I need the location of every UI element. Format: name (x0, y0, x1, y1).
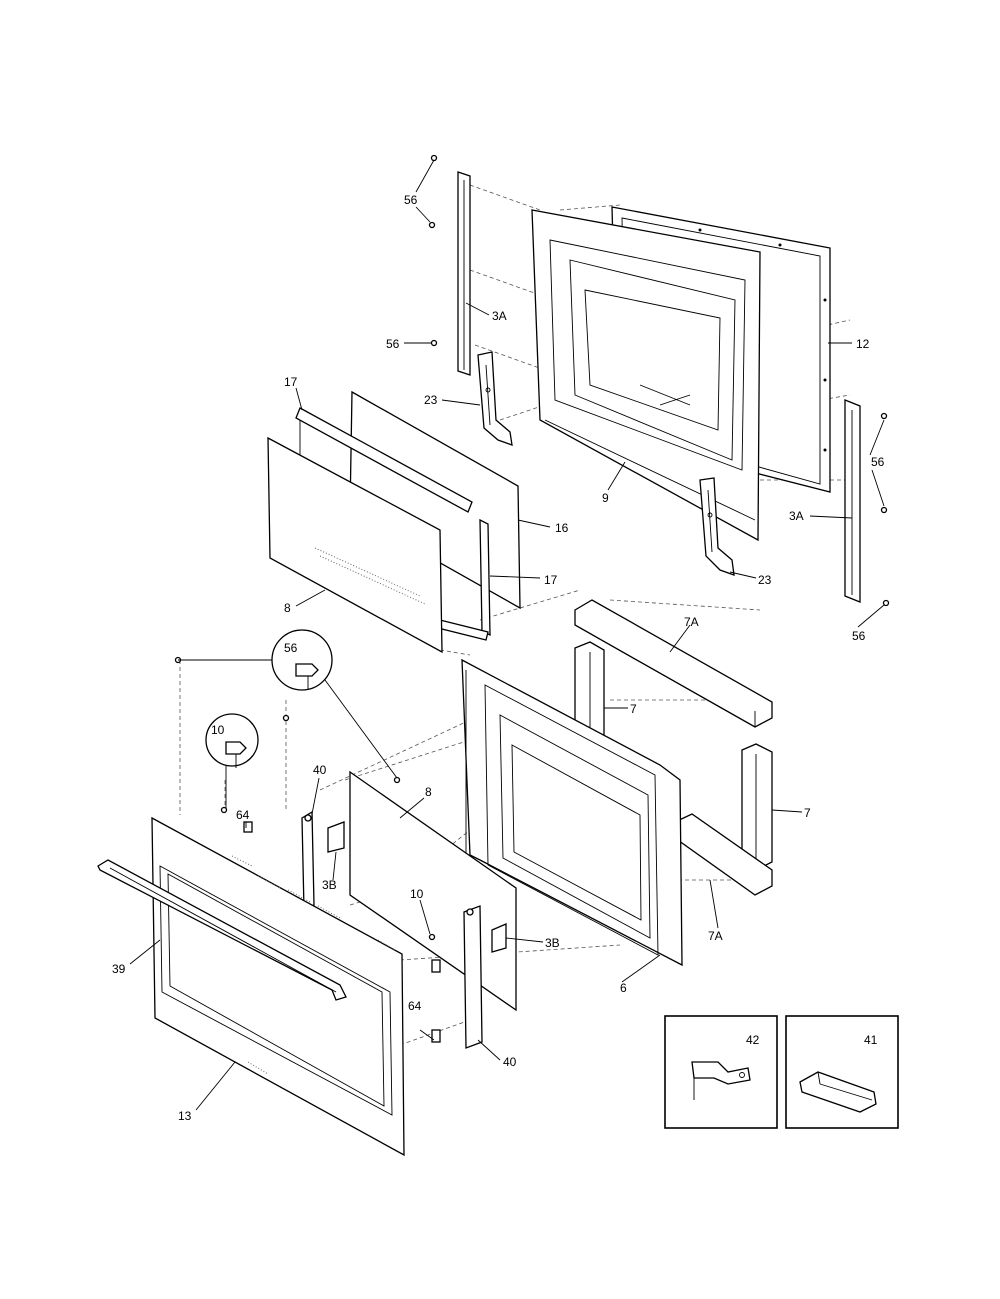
inset-box-41 (785, 1015, 899, 1129)
label-8-mid: 8 (425, 785, 432, 799)
label-13: 13 (178, 1109, 192, 1123)
label-detail-10: 10 (211, 723, 225, 737)
label-16: 16 (555, 521, 569, 535)
label-56-d: 56 (852, 629, 866, 643)
label-3a-right: 3A (789, 509, 804, 523)
detail-callout-56 (178, 629, 398, 779)
glass-spacer-bottom (437, 518, 491, 641)
label-56-b: 56 (386, 337, 400, 351)
label-39: 39 (112, 962, 126, 976)
side-trim-right (844, 399, 861, 603)
door-hinge-bottom (699, 477, 735, 576)
label-7-right: 7 (804, 806, 811, 820)
label-23-bottom: 23 (758, 573, 772, 587)
retainer-clip-left (327, 821, 345, 853)
label-41: 41 (864, 1033, 878, 1047)
insulation-top-strip (574, 599, 773, 728)
label-3a-left: 3A (492, 309, 507, 323)
inner-door-panel (461, 658, 683, 967)
label-3b-left: 3B (322, 878, 337, 892)
label-3b-right: 3B (545, 936, 560, 950)
clips-64 (243, 821, 441, 1043)
label-56-a: 56 (404, 193, 418, 207)
insulation-right-strip (741, 743, 773, 871)
label-64-bottom: 64 (408, 999, 422, 1013)
screws-lower (174, 656, 401, 784)
label-23-top: 23 (424, 393, 438, 407)
label-40-top: 40 (313, 763, 327, 777)
label-7-left: 7 (630, 702, 637, 716)
label-detail-56: 56 (284, 641, 298, 655)
screws-upper (428, 154, 890, 607)
inset-box-42 (664, 1015, 778, 1129)
label-8-top: 8 (284, 601, 291, 615)
leader-lines (129, 159, 885, 1111)
window-glass-panel (349, 390, 521, 610)
label-12: 12 (856, 337, 870, 351)
screw-10 (220, 806, 436, 941)
label-17-top: 17 (284, 375, 298, 389)
label-6: 6 (620, 981, 627, 995)
label-64-top: 64 (236, 808, 250, 822)
door-handle (97, 859, 347, 1001)
outer-door-panel (151, 816, 405, 1157)
inner-glass-panel-top (267, 436, 443, 654)
label-42: 42 (746, 1033, 760, 1047)
label-7a-top: 7A (684, 615, 699, 629)
door-frame (531, 209, 761, 542)
label-40-bottom: 40 (503, 1055, 517, 1069)
door-bracket-top (301, 810, 315, 912)
label-7a-bottom: 7A (708, 929, 723, 943)
label-9: 9 (602, 491, 609, 505)
retainer-clip-right (491, 923, 507, 953)
label-17-bottom: 17 (544, 573, 558, 587)
callout-labels: 56 3A 56 12 23 56 9 3A 23 56 17 16 17 8 … (112, 193, 885, 1123)
door-bracket-bottom (463, 905, 483, 1049)
door-hinge-top (477, 351, 513, 446)
label-10: 10 (410, 887, 424, 901)
side-trim-left (457, 171, 471, 376)
detail-callout-10 (205, 713, 259, 808)
label-56-c: 56 (871, 455, 885, 469)
